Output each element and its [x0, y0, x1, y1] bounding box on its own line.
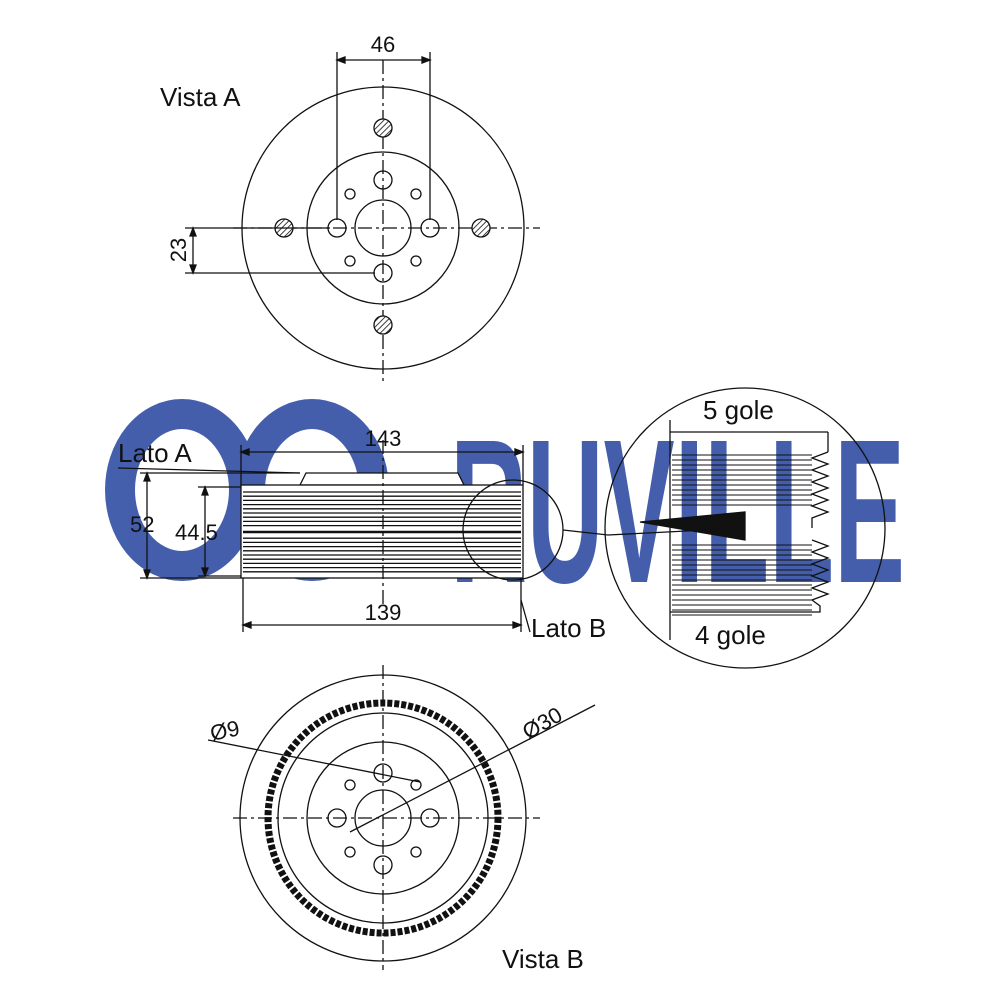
- view-a: [185, 52, 540, 385]
- detail-teeth-top: [810, 451, 830, 528]
- detail-grooves: [670, 451, 830, 616]
- lato-b-label: Lato B: [531, 613, 606, 643]
- lato-a-label: Lato A: [118, 438, 192, 468]
- view-b-small-hole: [410, 779, 422, 791]
- dim-o30-leader: [349, 704, 596, 833]
- watermark-text: RUVILLE: [450, 397, 905, 626]
- lato-a-leader: [117, 467, 301, 474]
- view-a-small-hole: [410, 255, 422, 267]
- view-a-small-hole: [344, 188, 356, 200]
- lato-b-leader: [520, 599, 531, 633]
- detail-teeth-bottom: [670, 539, 830, 613]
- dim-52-label: 52: [130, 512, 154, 537]
- view-a-pin: [471, 218, 491, 238]
- view-b-small-hole: [344, 846, 356, 858]
- view-b-title: Vista B: [502, 944, 584, 974]
- detail-view: [604, 387, 886, 669]
- view-a-bolt-hole: [373, 170, 393, 190]
- view-a-pin: [373, 118, 393, 138]
- dim-44-5-label: 44.5: [175, 520, 218, 545]
- dim-139-label: 139: [365, 600, 402, 625]
- ruville-watermark: RUVILLE: [105, 397, 905, 626]
- view-b-bolt-hole: [327, 808, 347, 828]
- side-view-grooves: [243, 491, 521, 573]
- dim-143-label: 143: [365, 426, 402, 451]
- view-b-bolt-hole: [420, 808, 440, 828]
- dim-o30-label: Ø30: [518, 702, 567, 744]
- detail-top-label: 5 gole: [703, 395, 774, 425]
- view-b-small-hole: [410, 846, 422, 858]
- view-b-bolt-hole: [373, 855, 393, 875]
- side-view-hub-cap: [298, 472, 466, 486]
- view-a-pin: [373, 315, 393, 335]
- view-a-title: Vista A: [160, 82, 241, 112]
- view-b: [207, 665, 596, 970]
- dim-46-label: 46: [371, 32, 395, 57]
- dim-23-label: 23: [166, 238, 191, 262]
- detail-leader: [562, 529, 609, 536]
- side-view: [117, 440, 609, 633]
- dim-o9-label: Ø9: [208, 715, 242, 746]
- view-a-small-hole: [410, 188, 422, 200]
- view-a-small-hole: [344, 255, 356, 267]
- dim-o9-leader: [207, 739, 421, 783]
- detail-view-circle: [604, 387, 886, 669]
- detail-bottom-label: 4 gole: [695, 620, 766, 650]
- view-b-small-hole: [344, 779, 356, 791]
